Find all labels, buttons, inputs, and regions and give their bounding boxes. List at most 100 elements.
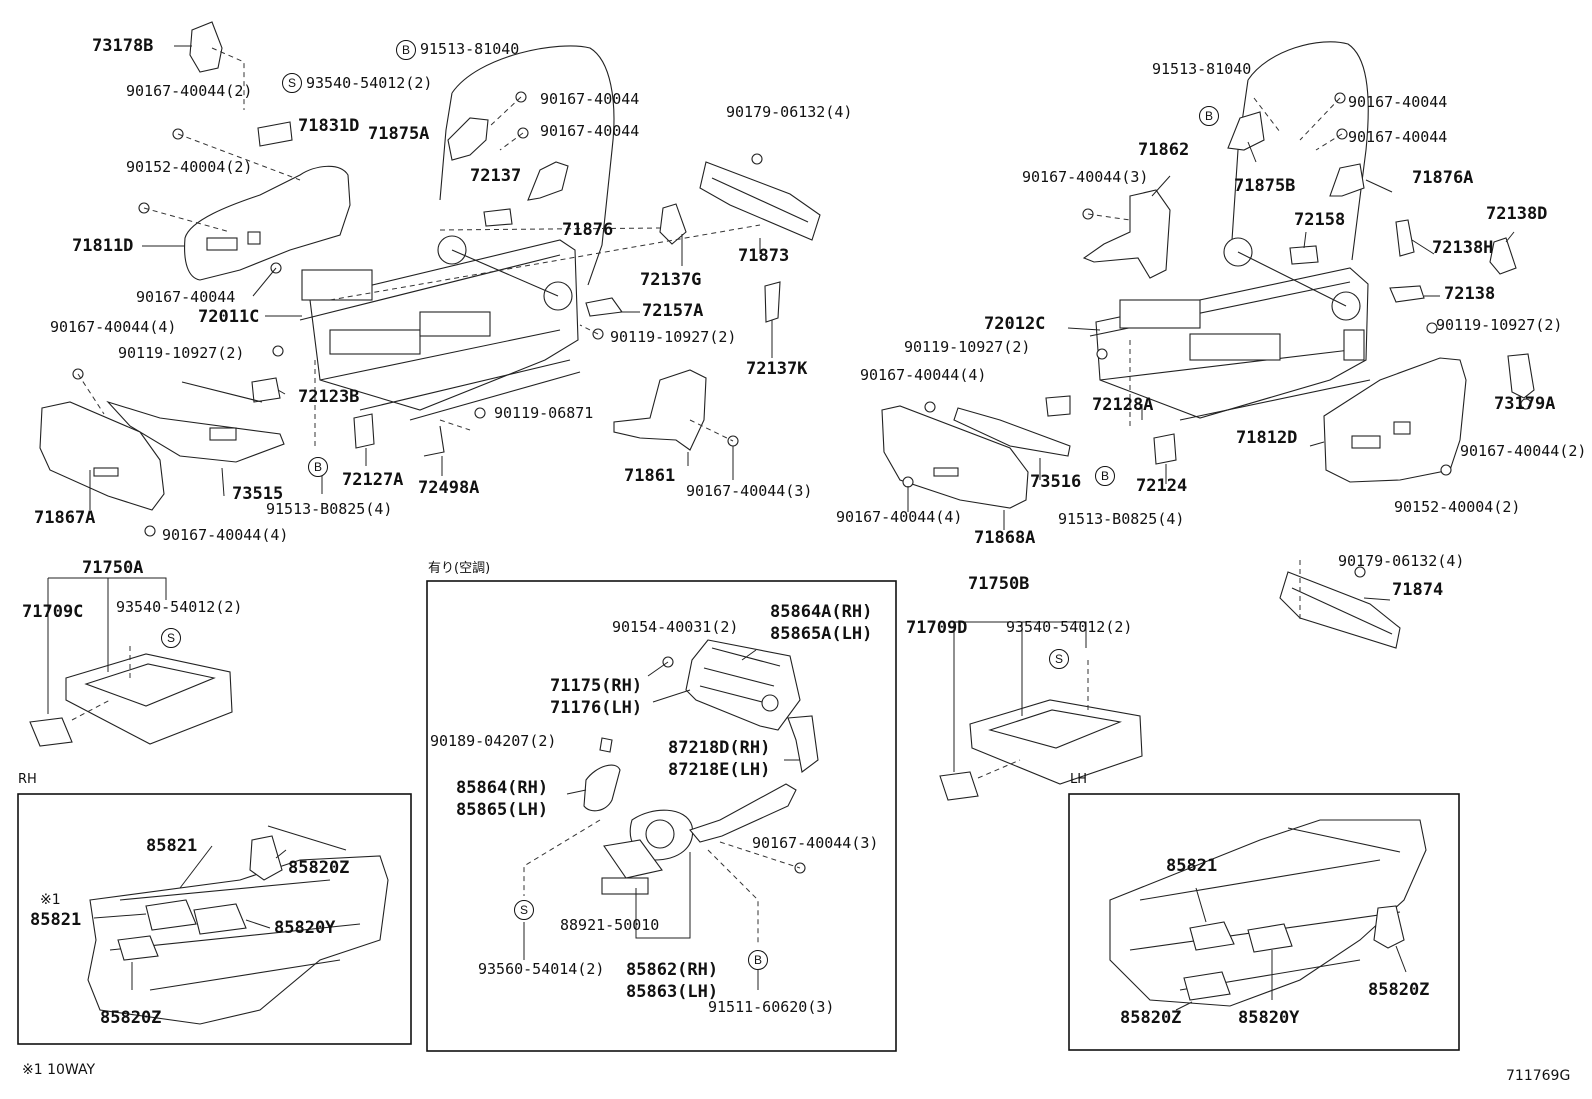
- heater-knob: [761, 694, 779, 712]
- part-label: 71750B: [968, 574, 1030, 594]
- part-label: 71875A: [368, 124, 430, 144]
- seat-frame-rh: [309, 239, 579, 411]
- callout-b-badge: B: [1095, 466, 1115, 486]
- clip-90189: [599, 737, 613, 753]
- part-label: 71876A: [1412, 168, 1474, 188]
- frame-rail-f: [1099, 349, 1351, 381]
- switch-85820Y-rh: [193, 903, 247, 935]
- lh-switch-frame: [1068, 793, 1460, 1051]
- part-label: 90167-40044: [540, 122, 640, 140]
- side-shield-71811D: [184, 165, 351, 281]
- switch-recess-d: [1393, 421, 1411, 435]
- part-label: 90167-40044(4): [50, 318, 177, 336]
- leader: [647, 661, 669, 677]
- part-label: 85865(LH): [456, 800, 549, 820]
- rh-switch-frame: [17, 793, 412, 1045]
- pad-72138: [1389, 285, 1425, 303]
- part-label: 91511-60620(3): [708, 998, 835, 1016]
- lh-frame-lines: [1129, 859, 1401, 991]
- cover-71867A-slot: [93, 467, 119, 477]
- switch-recess-c: [1351, 435, 1381, 449]
- part-label: 85820Z: [1368, 980, 1430, 1000]
- frame-73516: [953, 407, 1071, 457]
- part-label: 90167-40044: [1348, 93, 1448, 111]
- part-label: 91513-B0825(4): [266, 500, 393, 518]
- bracket-71875A: [447, 117, 489, 161]
- frame-rail-c: [359, 359, 571, 411]
- part-label: 90167-40044(2): [1460, 442, 1587, 460]
- frame-rail-a: [299, 254, 561, 321]
- option-ac-frame: [426, 580, 897, 1052]
- callout-s-badge: S: [1049, 649, 1069, 669]
- part-label: 90119-10927(2): [610, 328, 737, 346]
- part-label: 72127A: [342, 470, 404, 490]
- cover-71862: [1082, 189, 1171, 279]
- pad-72157A: [585, 297, 623, 317]
- part-label: 72012C: [984, 314, 1046, 334]
- leader: [1175, 1001, 1193, 1011]
- leader: [275, 849, 287, 859]
- leader: [93, 913, 147, 919]
- part-72123B: [251, 377, 281, 403]
- leader: [211, 47, 245, 110]
- part-label: 90167-40044(2): [126, 82, 253, 100]
- motor-block-lh: [1119, 299, 1201, 329]
- seatback-edge-rh: [439, 92, 453, 201]
- bolt-icon: [474, 407, 486, 419]
- bracket-leader-88921: [635, 852, 691, 939]
- part-label: 71709D: [906, 618, 968, 638]
- part-label: 93560-54014(2): [478, 960, 605, 978]
- seat-frame-lh: [1095, 267, 1369, 419]
- leader: [579, 324, 599, 335]
- leader: [707, 849, 759, 944]
- part-label: 90167-40044(4): [162, 526, 289, 544]
- leader: [652, 689, 691, 703]
- leader: [1315, 133, 1343, 151]
- part-label: 90152-40004(2): [1394, 498, 1521, 516]
- part-label: 72011C: [198, 307, 260, 327]
- cover-71867A: [39, 401, 165, 511]
- part-label: 71175(RH): [550, 676, 643, 696]
- part-label: 71176(LH): [550, 698, 643, 718]
- part-label: 71750A: [82, 558, 144, 578]
- bracket-71876A: [1329, 163, 1365, 197]
- blower-wheel: [645, 819, 675, 849]
- motor-block-lh-3: [1343, 329, 1365, 361]
- leader: [77, 373, 105, 415]
- part-label: 90167-40044: [136, 288, 236, 306]
- part-label: 90167-40044: [1348, 128, 1448, 146]
- leader: [1067, 327, 1101, 331]
- bolt-icon: [924, 401, 936, 413]
- part-label: 90119-10927(2): [1436, 316, 1563, 334]
- bracket-73178B: [189, 21, 223, 73]
- leader: [179, 845, 213, 889]
- part-label: 90167-40044(3): [752, 834, 879, 852]
- switch-85820Z-top: [249, 835, 283, 881]
- bolt-icon: [1440, 464, 1452, 476]
- bolt-icon: [902, 476, 914, 488]
- part-label: 85821: [30, 910, 82, 930]
- part-label: 72138H: [1432, 238, 1494, 258]
- pad-71709C: [29, 717, 73, 747]
- callout-s-badge: S: [161, 628, 181, 648]
- callout-b-badge: B: [396, 40, 416, 60]
- footnote: ※1 10WAY: [22, 1062, 96, 1078]
- cushion-71750B: [969, 699, 1143, 785]
- callout-s-badge: S: [282, 73, 302, 93]
- frame-rail-g: [1179, 379, 1371, 421]
- bracket-leader-71750B: [953, 621, 1087, 772]
- part-72138D: [1489, 237, 1517, 275]
- leader: [523, 819, 601, 896]
- leader: [1087, 213, 1131, 221]
- duct-outlet: [689, 783, 797, 843]
- part-label: 90152-40004(2): [126, 158, 253, 176]
- leader: [489, 96, 522, 127]
- callout-b-badge: B: [1199, 106, 1219, 126]
- bolt-icon: [1096, 348, 1108, 360]
- section-label-option-ac: 有り(空調): [428, 561, 491, 576]
- leader: [1395, 945, 1407, 973]
- part-label: 72137G: [640, 270, 702, 290]
- bolt-icon: [1354, 566, 1366, 578]
